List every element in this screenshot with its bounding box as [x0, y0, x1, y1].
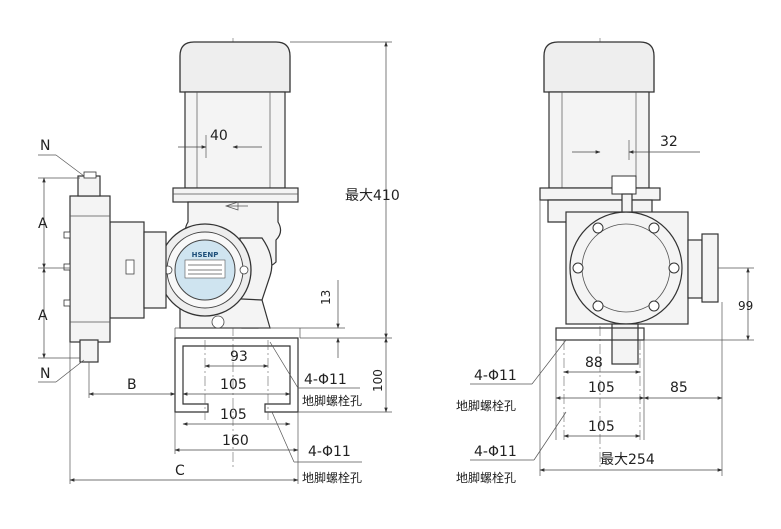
pump-head	[63, 171, 167, 363]
dim-max-height: 最大410	[345, 188, 400, 204]
label-N-bottom: N	[40, 366, 50, 382]
side-pump-body	[565, 193, 719, 365]
label-N-top: N	[40, 138, 50, 154]
dim-40: 40	[210, 128, 228, 144]
control-dial: HSENP	[158, 223, 252, 329]
dim-105-lower-right: 105	[588, 419, 615, 435]
dim-105-upper-right: 105	[588, 380, 615, 396]
dim-13: 13	[319, 290, 333, 305]
right-hole-name-2: 地脚螺栓孔	[456, 470, 516, 485]
left-hole-name-1: 地脚螺栓孔	[302, 393, 362, 408]
left-hole-spec-1: 4-Φ11	[304, 372, 347, 388]
dim-C: C	[175, 463, 185, 479]
nameplate-brand: HSENP	[192, 251, 219, 259]
side-view: 32 99 88 105 85 105 最大254 4-Φ11 地脚螺栓孔 4-…	[456, 38, 754, 485]
right-hole-spec-1: 4-Φ11	[474, 368, 517, 384]
dim-105-upper: 105	[220, 377, 247, 393]
dim-100: 100	[371, 369, 385, 392]
right-hole-spec-2: 4-Φ11	[474, 444, 517, 460]
dim-105-lower: 105	[220, 407, 247, 423]
dim-A-lower: A	[38, 308, 48, 324]
dim-85: 85	[670, 380, 688, 396]
right-hole-name-1: 地脚螺栓孔	[456, 398, 516, 413]
side-base	[555, 327, 645, 440]
dim-32: 32	[660, 134, 678, 150]
dim-160: 160	[222, 433, 249, 449]
front-view: HSENP	[38, 38, 400, 485]
dim-B: B	[127, 377, 137, 393]
dim-max-width: 最大254	[600, 452, 655, 468]
left-hole-name-2: 地脚螺栓孔	[302, 470, 362, 485]
dim-99: 99	[738, 299, 753, 313]
motor	[172, 41, 299, 203]
left-hole-spec-2: 4-Φ11	[308, 444, 351, 460]
dim-88: 88	[585, 355, 603, 371]
side-motor	[539, 41, 661, 223]
dim-A-upper: A	[38, 216, 48, 232]
dim-93: 93	[230, 349, 248, 365]
